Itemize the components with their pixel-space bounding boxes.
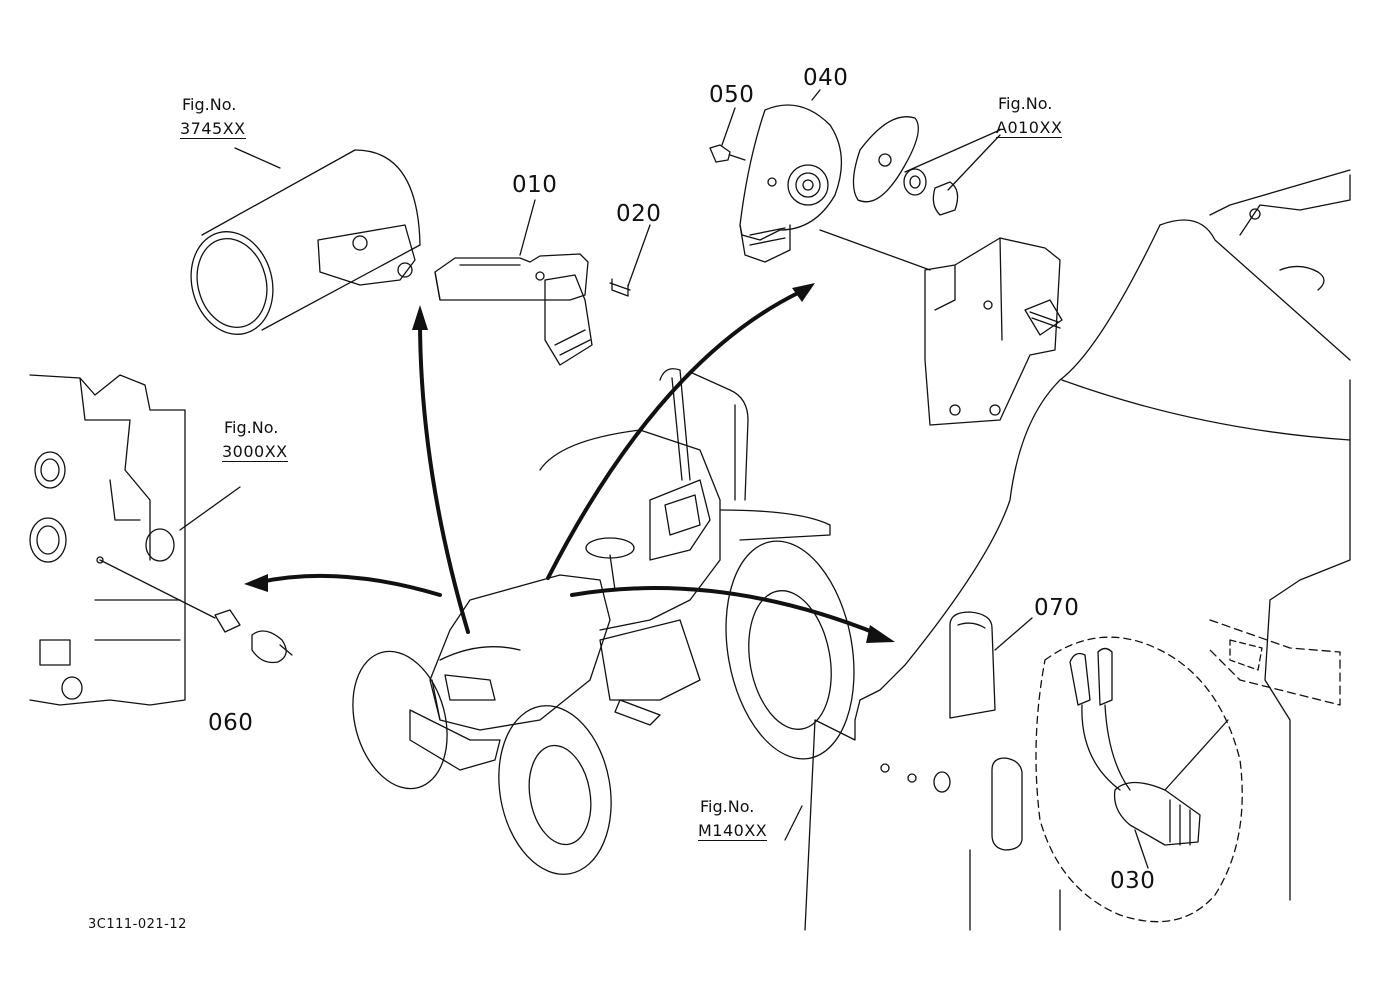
callout-arrows: [258, 290, 882, 637]
guard-070-drawing: [949, 611, 1033, 719]
fig-ref-m140-code: M140XX: [698, 821, 768, 841]
part-number-060: 060: [208, 710, 254, 736]
fig-ref-3745-title: Fig.No.: [182, 95, 237, 114]
fig-ref-m140-title: Fig.No.: [700, 797, 755, 816]
switch-030-drawing: [1069, 647, 1229, 869]
fig-ref-a010-code: A010XX: [996, 118, 1063, 138]
tractor-drawing: [352, 368, 855, 875]
sensor-010-drawing: [434, 199, 651, 366]
fig-ref-3745-code: 3745XX: [180, 119, 246, 139]
fig-ref-3000-title: Fig.No.: [224, 418, 279, 437]
fig-ref-leaders: [784, 805, 803, 841]
fig-ref-3000-code: 3000XX: [222, 442, 288, 462]
part-number-030: 030: [1110, 868, 1156, 894]
part-number-020: 020: [616, 201, 662, 227]
part-number-040: 040: [803, 65, 849, 91]
frame-drawing: [804, 169, 1351, 931]
sensor-040-drawing: [709, 89, 1001, 263]
part-number-050: 050: [709, 82, 755, 108]
arrow-heads: [244, 283, 895, 643]
fig-ref-a010-title: Fig.No.: [998, 94, 1053, 113]
part-number-070: 070: [1034, 595, 1080, 621]
bracket-drawing: [819, 229, 1063, 426]
part-number-010: 010: [512, 172, 558, 198]
engine-block-drawing: [29, 374, 293, 706]
drawing-reference: 3C111-021-12: [88, 917, 187, 932]
air-cleaner-drawing: [190, 147, 421, 335]
